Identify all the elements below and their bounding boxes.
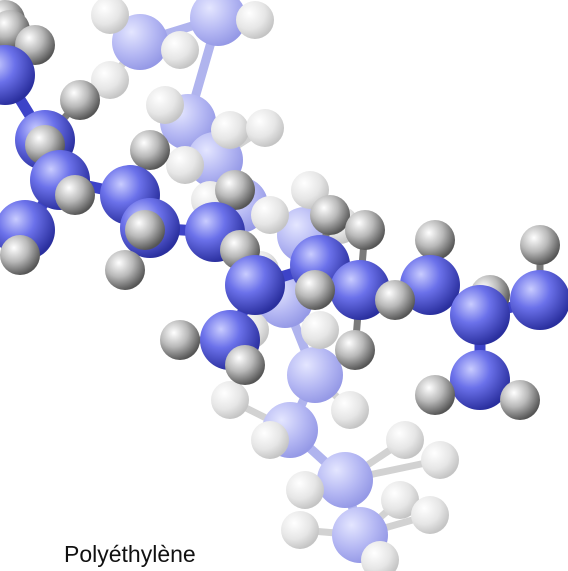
carbon-atom bbox=[510, 270, 568, 330]
carbon-atom bbox=[330, 260, 390, 320]
hydrogen-atom bbox=[295, 270, 335, 310]
hydrogen-atom bbox=[381, 481, 419, 519]
hydrogen-atom bbox=[421, 441, 459, 479]
carbon-atom bbox=[317, 452, 373, 508]
hydrogen-atom bbox=[211, 111, 249, 149]
hydrogen-atom bbox=[246, 109, 284, 147]
hydrogen-atom bbox=[55, 175, 95, 215]
carbon-atom bbox=[0, 45, 35, 105]
hydrogen-atom bbox=[361, 541, 399, 571]
carbon-atom bbox=[450, 350, 510, 410]
hydrogen-atom bbox=[301, 311, 339, 349]
hydrogen-atom bbox=[60, 80, 100, 120]
foreground-chain bbox=[0, 0, 568, 420]
hydrogen-atom bbox=[345, 210, 385, 250]
hydrogen-atom bbox=[236, 1, 274, 39]
hydrogen-atom bbox=[91, 61, 129, 99]
hydrogen-atom bbox=[161, 31, 199, 69]
hydrogen-atom bbox=[411, 496, 449, 534]
carbon-atom bbox=[287, 347, 343, 403]
hydrogen-atom bbox=[105, 250, 145, 290]
hydrogen-atom bbox=[130, 130, 170, 170]
hydrogen-atom bbox=[375, 280, 415, 320]
hydrogen-atom bbox=[211, 381, 249, 419]
hydrogen-atom bbox=[225, 345, 265, 385]
hydrogen-atom bbox=[251, 196, 289, 234]
hydrogen-atom bbox=[520, 225, 560, 265]
hydrogen-atom bbox=[125, 210, 165, 250]
hydrogen-atom bbox=[415, 220, 455, 260]
hydrogen-atom bbox=[146, 86, 184, 124]
hydrogen-atom bbox=[500, 380, 540, 420]
hydrogen-atom bbox=[91, 0, 129, 34]
hydrogen-atom bbox=[310, 195, 350, 235]
hydrogen-atom bbox=[251, 421, 289, 459]
hydrogen-atom bbox=[215, 170, 255, 210]
hydrogen-atom bbox=[415, 375, 455, 415]
hydrogen-atom bbox=[160, 320, 200, 360]
hydrogen-atom bbox=[335, 330, 375, 370]
hydrogen-atom bbox=[386, 421, 424, 459]
hydrogen-atom bbox=[331, 391, 369, 429]
hydrogen-atom bbox=[281, 511, 319, 549]
hydrogen-atom bbox=[286, 471, 324, 509]
carbon-atom bbox=[450, 285, 510, 345]
hydrogen-atom bbox=[166, 146, 204, 184]
carbon-atom bbox=[190, 0, 246, 46]
hydrogen-atom bbox=[0, 235, 40, 275]
carbon-atom bbox=[112, 14, 168, 70]
carbon-atom bbox=[225, 255, 285, 315]
molecule-caption: Polyéthylène bbox=[64, 541, 196, 567]
